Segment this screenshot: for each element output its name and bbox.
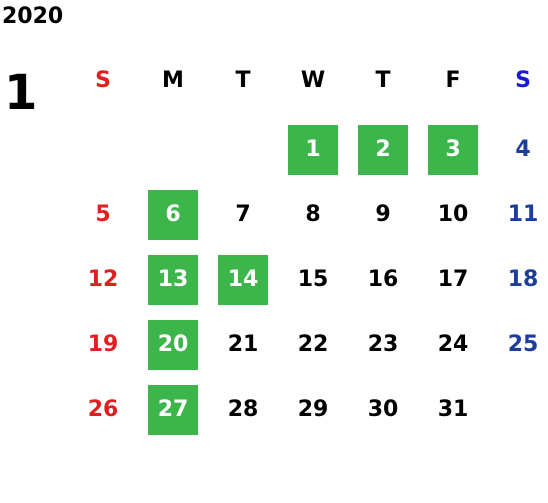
day-cell: 15 xyxy=(297,267,329,292)
day-cell: 7 xyxy=(235,202,251,227)
weekday-header-wednesday: W xyxy=(300,68,326,93)
weekday-header-thursday: T xyxy=(375,68,391,93)
day-cell: 26 xyxy=(87,397,119,422)
day-cell: 4 xyxy=(515,137,531,162)
day-cell: 5 xyxy=(95,202,111,227)
day-cell: 25 xyxy=(507,332,539,357)
highlighted-day-cell: 2 xyxy=(358,125,408,175)
day-cell: 19 xyxy=(87,332,119,357)
highlighted-day-cell: 13 xyxy=(148,255,198,305)
day-cell: 17 xyxy=(437,267,469,292)
day-cell: 30 xyxy=(367,397,399,422)
highlighted-day-cell: 1 xyxy=(288,125,338,175)
weekday-header-monday: M xyxy=(162,68,184,93)
day-cell: 16 xyxy=(367,267,399,292)
year-label: 2020 xyxy=(2,4,64,29)
day-cell: 24 xyxy=(437,332,469,357)
day-cell: 11 xyxy=(507,202,539,227)
day-cell: 8 xyxy=(305,202,321,227)
day-cell: 31 xyxy=(437,397,469,422)
weekday-header-sunday: S xyxy=(95,68,111,93)
day-cell: 29 xyxy=(297,397,329,422)
day-cell: 22 xyxy=(297,332,329,357)
highlighted-day-cell: 27 xyxy=(148,385,198,435)
day-cell: 12 xyxy=(87,267,119,292)
highlighted-day-cell: 20 xyxy=(148,320,198,370)
day-cell: 28 xyxy=(227,397,259,422)
highlighted-day-cell: 6 xyxy=(148,190,198,240)
weekday-header-tuesday: T xyxy=(235,68,251,93)
weekday-header-friday: F xyxy=(445,68,461,93)
weekday-header-saturday: S xyxy=(515,68,531,93)
highlighted-day-cell: 3 xyxy=(428,125,478,175)
day-cell: 18 xyxy=(507,267,539,292)
highlighted-day-cell: 14 xyxy=(218,255,268,305)
day-cell: 10 xyxy=(437,202,469,227)
month-number: 1 xyxy=(4,65,38,121)
day-cell: 9 xyxy=(375,202,391,227)
day-cell: 23 xyxy=(367,332,399,357)
day-cell: 21 xyxy=(227,332,259,357)
